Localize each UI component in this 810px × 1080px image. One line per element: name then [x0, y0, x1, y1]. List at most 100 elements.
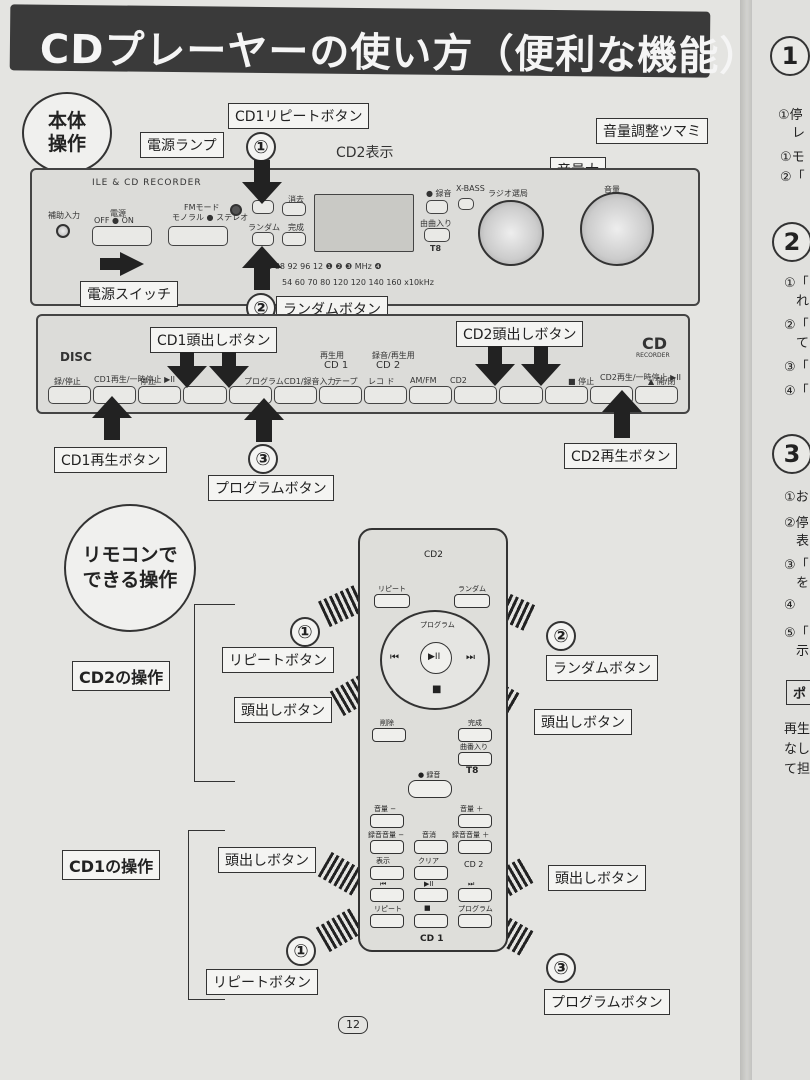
remote-cd1-program-button[interactable]	[458, 914, 492, 928]
delete-button[interactable]	[282, 202, 306, 216]
row-btn[interactable]	[544, 386, 588, 404]
aux-input-jack[interactable]	[56, 224, 70, 238]
right-line-14: なし	[784, 742, 810, 757]
remote-control: CD2 リピート ランダム プログラム ⏮ ▶II ⏭ ■ 削除 完成 曲番入り…	[358, 528, 508, 952]
remote-cd1-prev-button[interactable]	[370, 888, 404, 902]
remote-aux-button[interactable]	[458, 752, 492, 766]
row-label-9: CD2	[450, 376, 467, 385]
remote-cd1-stop-button[interactable]	[414, 914, 448, 928]
row-btn[interactable]	[48, 386, 92, 404]
remote-vol-up-button[interactable]	[458, 814, 492, 828]
delete-label: 消去	[288, 195, 304, 204]
remote-cd1-label: CD 1	[420, 934, 444, 944]
remote-t8-label: T8	[466, 766, 479, 776]
remote-rec-vol-down-button[interactable]	[370, 840, 404, 854]
row-label-12: CD2再生/一時停止 ▶II	[600, 373, 681, 382]
arrow-program-icon	[244, 398, 284, 420]
remote-random-label: ランダム	[458, 585, 486, 593]
right-line-8: ①お	[784, 490, 809, 505]
remote-dpad: プログラム ⏮ ▶II ⏭ ■	[380, 610, 490, 710]
right-line-5: ②「	[784, 318, 809, 333]
arrow-cd2-play-stem	[614, 412, 630, 438]
remote-next-icon[interactable]: ⏭	[466, 652, 475, 663]
remote-prev-icon[interactable]: ⏮	[390, 652, 399, 663]
arrow-cd1-skip-a-icon	[167, 366, 207, 388]
power-lamp	[230, 204, 242, 216]
remote-finalize-button[interactable]	[458, 728, 492, 742]
row-btn[interactable]	[499, 386, 543, 404]
remote-repeat-cd2-button[interactable]	[374, 594, 410, 608]
right-line-9b: 表	[796, 534, 810, 549]
label-skip-cd1-left: 頭出しボタン	[218, 847, 316, 873]
remote-vol-down-button[interactable]	[370, 814, 404, 828]
remote-rec-vol-up-button[interactable]	[458, 840, 492, 854]
row-btn[interactable]	[138, 386, 182, 404]
finalize-button[interactable]	[282, 232, 306, 246]
remote-display-button[interactable]	[370, 866, 404, 880]
xbass-button[interactable]	[458, 198, 474, 210]
label-cd1-play: CD1再生ボタン	[54, 447, 168, 473]
remote-cd1-play-button[interactable]	[414, 888, 448, 902]
label-cd1-repeat: CD1リピートボタン	[228, 103, 370, 129]
volume-knob[interactable]	[580, 192, 654, 266]
number-1-remote-bottom: ①	[286, 936, 316, 966]
label-random-remote: ランダムボタン	[546, 655, 658, 681]
arrow-power-stem	[100, 258, 124, 270]
arrow-repeat-icon	[242, 182, 282, 204]
row-label-5: CD1/録音入力	[284, 377, 336, 386]
xbass-label: X-BASS	[456, 184, 485, 193]
section-main-unit: 本体 操作	[22, 92, 112, 174]
aux-button[interactable]	[424, 228, 450, 242]
record-label: ● 録音	[426, 189, 452, 198]
record-button[interactable]	[426, 200, 448, 214]
row-label-0: 録/停止	[54, 377, 81, 386]
remote-cd1-play-icon: ▶II	[424, 880, 434, 888]
label-repeat-cd1: リピートボタン	[206, 969, 318, 995]
remote-finalize-label: 完成	[468, 719, 482, 727]
arrow-cd1-skip-b-stem	[222, 352, 236, 368]
right-page	[752, 0, 810, 1080]
remote-play-icon: ▶II	[428, 652, 441, 662]
right-line-12: ⑤「	[784, 626, 809, 641]
cd1-bracket	[188, 830, 225, 1000]
right-box: ポ	[786, 680, 810, 705]
remote-record-button[interactable]	[408, 780, 452, 798]
random-button[interactable]	[252, 232, 274, 246]
remote-stop-icon[interactable]: ■	[432, 684, 442, 695]
remote-display-label: 表示	[376, 857, 390, 865]
right-line-2: ①モ	[780, 150, 805, 165]
power-switch[interactable]	[92, 226, 152, 246]
arrow-cd2-skip-a-icon	[475, 364, 515, 386]
tuner-scale-khz: 54 60 70 80 120 120 140 160 x10kHz	[282, 278, 434, 287]
remote-mute-button[interactable]	[414, 840, 448, 854]
row-label-1: CD1再生/一時停止 ▶II	[94, 375, 175, 384]
number-3-remote: ③	[546, 953, 576, 983]
fm-mode-switch[interactable]	[168, 226, 228, 246]
right-line-13: 再生	[784, 722, 810, 737]
cd1-label: CD 1	[324, 360, 349, 371]
tuner-scale: 76 88 92 96 12 ❶ ❷ ❸ MHz ❹	[262, 262, 382, 271]
row-btn[interactable]	[363, 386, 408, 404]
remote-cd1-next-button[interactable]	[458, 888, 492, 902]
right-line-11: ④	[784, 598, 796, 613]
remote-delete-button[interactable]	[372, 728, 406, 742]
remote-clear-button[interactable]	[414, 866, 448, 880]
right-line-3: ②「	[780, 170, 805, 185]
cd2-display	[314, 194, 414, 252]
remote-random-button[interactable]	[454, 594, 490, 608]
remote-cd1-repeat-button[interactable]	[370, 914, 404, 928]
label-cd1-skip: CD1頭出しボタン	[150, 327, 278, 353]
row-label-4: プログラム	[244, 377, 284, 386]
row-btn[interactable]	[454, 386, 498, 404]
row-btn[interactable]	[273, 386, 317, 404]
section-remote: リモコンで できる操作	[64, 504, 196, 632]
cd2-bracket	[194, 604, 235, 782]
row-btn[interactable]	[183, 386, 227, 404]
radio-tuning-knob[interactable]	[478, 200, 544, 266]
row-btn[interactable]	[318, 386, 362, 404]
row-btn[interactable]	[409, 386, 453, 404]
remote-program-label[interactable]: プログラム	[420, 621, 455, 629]
remote-play-button[interactable]	[420, 642, 452, 674]
label-cd2-ops: CD2の操作	[72, 661, 171, 691]
number-1: ①	[246, 132, 276, 162]
